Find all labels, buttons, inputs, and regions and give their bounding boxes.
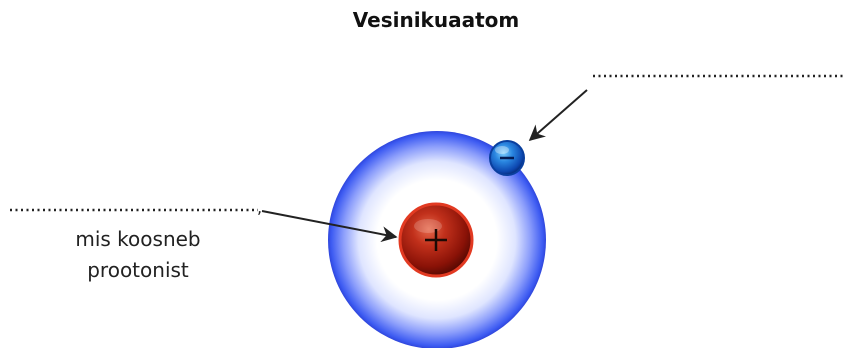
electron-leader-arrow bbox=[528, 89, 588, 142]
answer-line-comma: , bbox=[257, 198, 262, 217]
nucleus-plus-icon bbox=[425, 229, 447, 251]
diagram-title: Vesinikuaatom bbox=[352, 8, 520, 32]
nucleus-label-line2: prootonist bbox=[87, 258, 189, 282]
nucleus-label-line1: mis koosneb bbox=[75, 227, 201, 251]
nucleus-leader-arrow bbox=[261, 210, 398, 243]
